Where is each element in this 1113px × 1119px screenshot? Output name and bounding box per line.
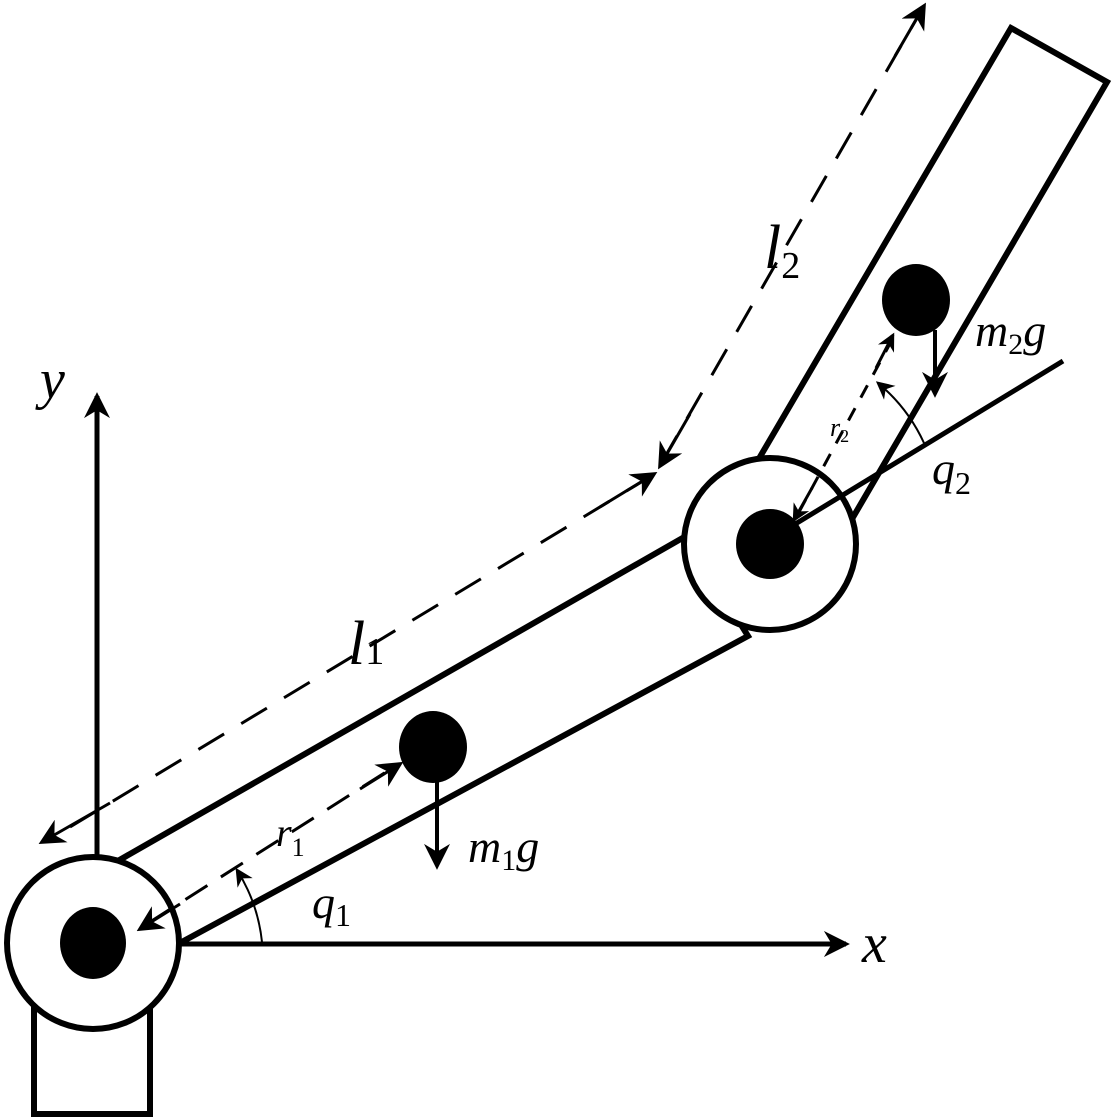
- q2-label: q2: [932, 443, 971, 501]
- l2-dimension-line: [660, 17, 919, 463]
- r1-dimension-line: [149, 763, 398, 924]
- r2-arrow-start: [792, 487, 814, 523]
- x-axis-label: x: [861, 913, 887, 975]
- base-joint-pin: [60, 907, 126, 979]
- l1-label: l1: [348, 610, 384, 678]
- elbow-joint-pin: [736, 509, 804, 579]
- q2-angle-arc: [875, 381, 925, 444]
- m2g-label: m2g: [975, 305, 1046, 361]
- q1-angle-arc: [235, 867, 263, 943]
- l2-label: l2: [764, 214, 800, 287]
- mass-1: [399, 711, 467, 783]
- q1-label: q1: [312, 877, 351, 933]
- r2-arrow-end: [874, 332, 895, 369]
- r1-arrow-start: [136, 902, 181, 932]
- mass-2: [882, 264, 950, 336]
- l1-arrow-start: [38, 801, 111, 844]
- m1g-label: m1g: [468, 821, 539, 877]
- q2-reference-line: [790, 358, 1065, 529]
- l2-arrow-end: [893, 2, 926, 57]
- r2-label: r2: [830, 413, 849, 446]
- r1-label: r1: [276, 810, 305, 862]
- y-axis-label: y: [35, 349, 65, 411]
- l1-dimension-line: [69, 479, 644, 829]
- r1-arrow-end: [359, 761, 404, 791]
- l2-arrow-start: [658, 413, 692, 470]
- l1-arrow-end: [599, 471, 658, 509]
